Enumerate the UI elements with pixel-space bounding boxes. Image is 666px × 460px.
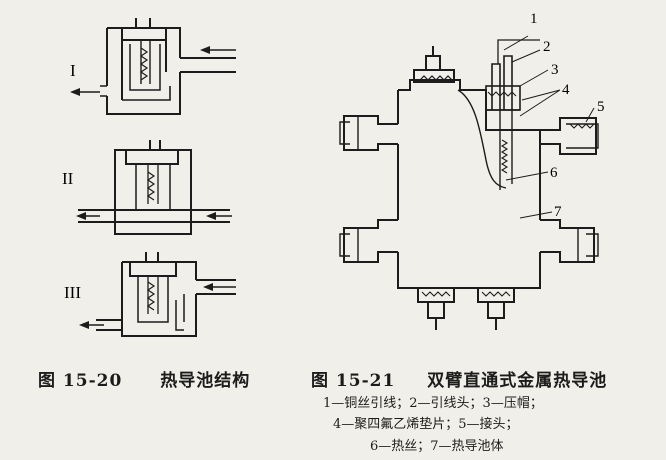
callout-2: 2: [543, 39, 551, 55]
legend-line-3: 6—热丝；7—热导池体: [370, 439, 504, 454]
caption-right: 图 15-21 双臂直通式金属热导池: [311, 366, 607, 391]
caption-left-title: 热导池结构: [160, 371, 251, 391]
callout-5: 5: [597, 99, 605, 115]
label-ii: II: [62, 169, 74, 188]
callout-4: 4: [562, 82, 570, 98]
caption-right-title: 双臂直通式金属热导池: [427, 371, 608, 391]
cell-structure-i: [70, 18, 236, 115]
caption-right-number: 图 15-21: [311, 371, 396, 391]
callout-6: 6: [550, 165, 558, 181]
caption-left-number: 图 15-20: [38, 371, 123, 391]
cell-structure-iii: [79, 252, 236, 337]
legend-line-2: 4—聚四氟乙烯垫片；5—接头；: [333, 417, 519, 432]
label-i: I: [70, 61, 76, 80]
label-iii: III: [64, 283, 81, 302]
callout-7: 7: [554, 204, 562, 220]
callout-1: 1: [530, 11, 538, 27]
cell-structure-ii: [76, 140, 232, 235]
callout-3: 3: [551, 62, 559, 78]
legend-line-1: 1—铜丝引线；2—引线头；3—压帽；: [323, 396, 543, 411]
twin-arm-metal-cell: [339, 35, 599, 330]
caption-left: 图 15-20 热导池结构: [38, 366, 250, 391]
